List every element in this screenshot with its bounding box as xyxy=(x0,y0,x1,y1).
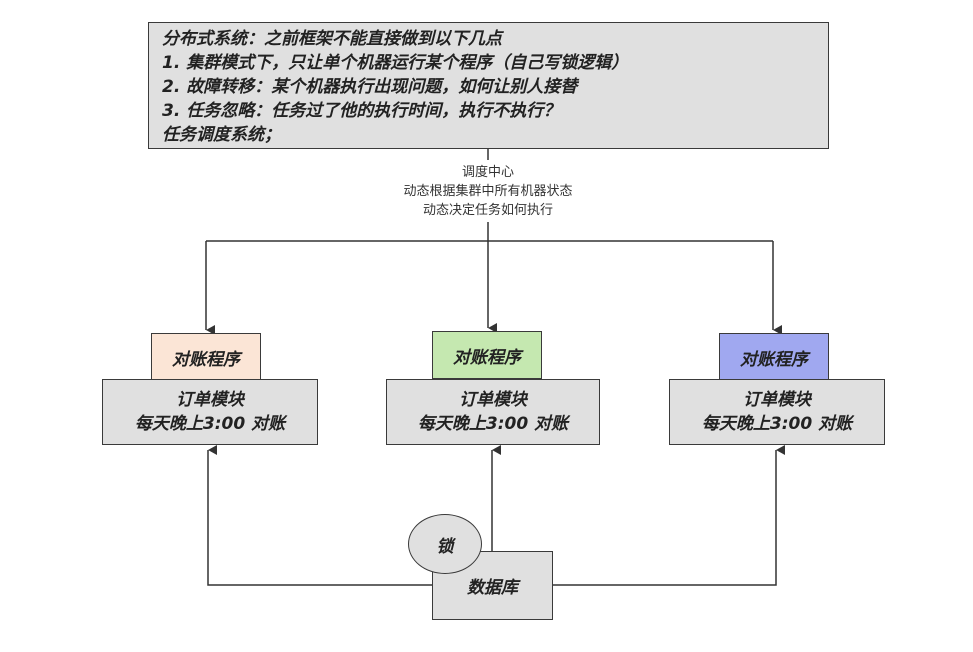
header-line-3: 2. 故障转移：某个机器执行出现问题，如何让别人接替 xyxy=(162,77,578,97)
node-3-tag: 对账程序 xyxy=(719,333,829,381)
header-line-1: 分布式系统：之前框架不能直接做到以下几点 xyxy=(162,29,502,49)
scheduler-line-1: 调度中心 xyxy=(461,165,514,180)
header-line-4: 3. 任务忽略：任务过了他的执行时间，执行不执行？ xyxy=(162,101,561,121)
node-1-tag-label: 对账程序 xyxy=(172,349,240,370)
header-line-5: 任务调度系统； xyxy=(162,125,281,145)
node-2-tag-label: 对账程序 xyxy=(453,347,521,368)
header-note: 分布式系统：之前框架不能直接做到以下几点 1. 集群模式下，只让单个机器运行某个… xyxy=(148,22,829,149)
node-3-tag-label: 对账程序 xyxy=(740,349,808,370)
lock-label: 锁 xyxy=(436,536,454,557)
lock-ellipse: 锁 xyxy=(408,514,482,574)
database-label: 数据库 xyxy=(467,578,518,598)
node-2-module-line-2: 每天晚上3:00 对账 xyxy=(417,414,569,434)
header-line-2: 1. 集群模式下，只让单个机器运行某个程序（自己写锁逻辑） xyxy=(162,53,629,73)
scheduler-line-2: 动态根据集群中所有机器状态 xyxy=(403,184,573,199)
node-2-tag: 对账程序 xyxy=(432,331,542,379)
node-1-module-line-2: 每天晚上3:00 对账 xyxy=(134,414,286,434)
node-2-module: 订单模块 每天晚上3:00 对账 xyxy=(386,379,600,445)
node-1-tag: 对账程序 xyxy=(151,333,261,381)
node-1-module-line-1: 订单模块 xyxy=(176,390,244,410)
db-to-node-1 xyxy=(207,445,432,586)
node-3-module: 订单模块 每天晚上3:00 对账 xyxy=(669,379,885,445)
node-2-module-line-1: 订单模块 xyxy=(459,390,527,410)
node-3-module-line-2: 每天晚上3:00 对账 xyxy=(701,414,853,434)
node-3-module-line-1: 订单模块 xyxy=(743,390,811,410)
scheduler-label: 调度中心 动态根据集群中所有机器状态 动态决定任务如何执行 xyxy=(368,163,608,220)
db-to-node-3 xyxy=(552,445,785,586)
node-1-module: 订单模块 每天晚上3:00 对账 xyxy=(102,379,318,445)
scheduler-line-3: 动态决定任务如何执行 xyxy=(422,203,553,218)
